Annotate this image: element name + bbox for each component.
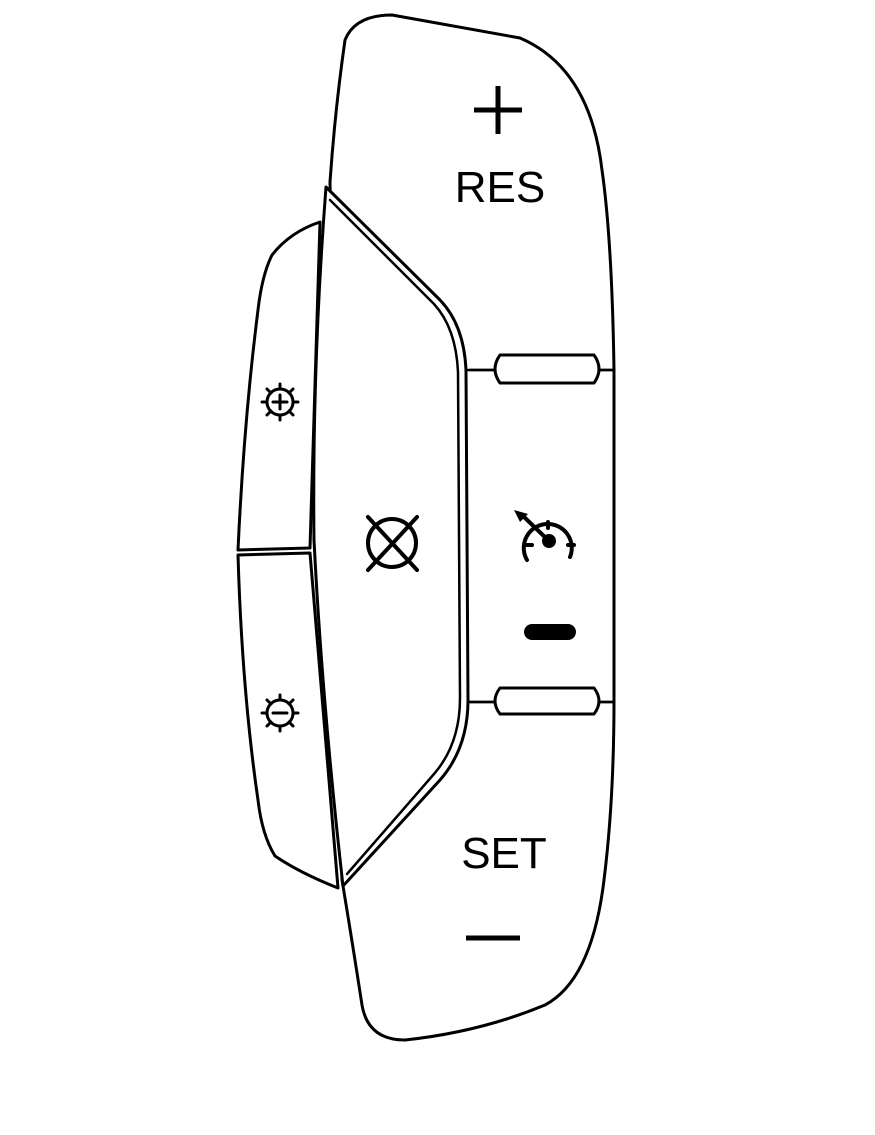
cancel-x-circle-icon xyxy=(366,515,419,572)
gear-minus-icon xyxy=(260,693,300,733)
cruise-indicator-bar xyxy=(524,624,576,640)
cancel-paddle-inner-edge xyxy=(328,198,462,876)
cancel-paddle-button[interactable] xyxy=(312,185,470,888)
resume-accelerate-button[interactable]: RES xyxy=(455,86,545,212)
resume-label: RES xyxy=(455,163,545,212)
set-label: SET xyxy=(461,829,547,878)
set-coast-button[interactable]: SET xyxy=(461,829,547,941)
gap-decrease-button[interactable] xyxy=(236,551,340,890)
plus-icon xyxy=(474,86,522,134)
cruise-speedometer-icon xyxy=(514,510,576,562)
gear-plus-icon xyxy=(260,382,300,422)
upper-slot-rail xyxy=(468,353,614,385)
lower-slot-rail xyxy=(468,686,614,716)
cruise-on-off-button[interactable] xyxy=(514,510,576,640)
